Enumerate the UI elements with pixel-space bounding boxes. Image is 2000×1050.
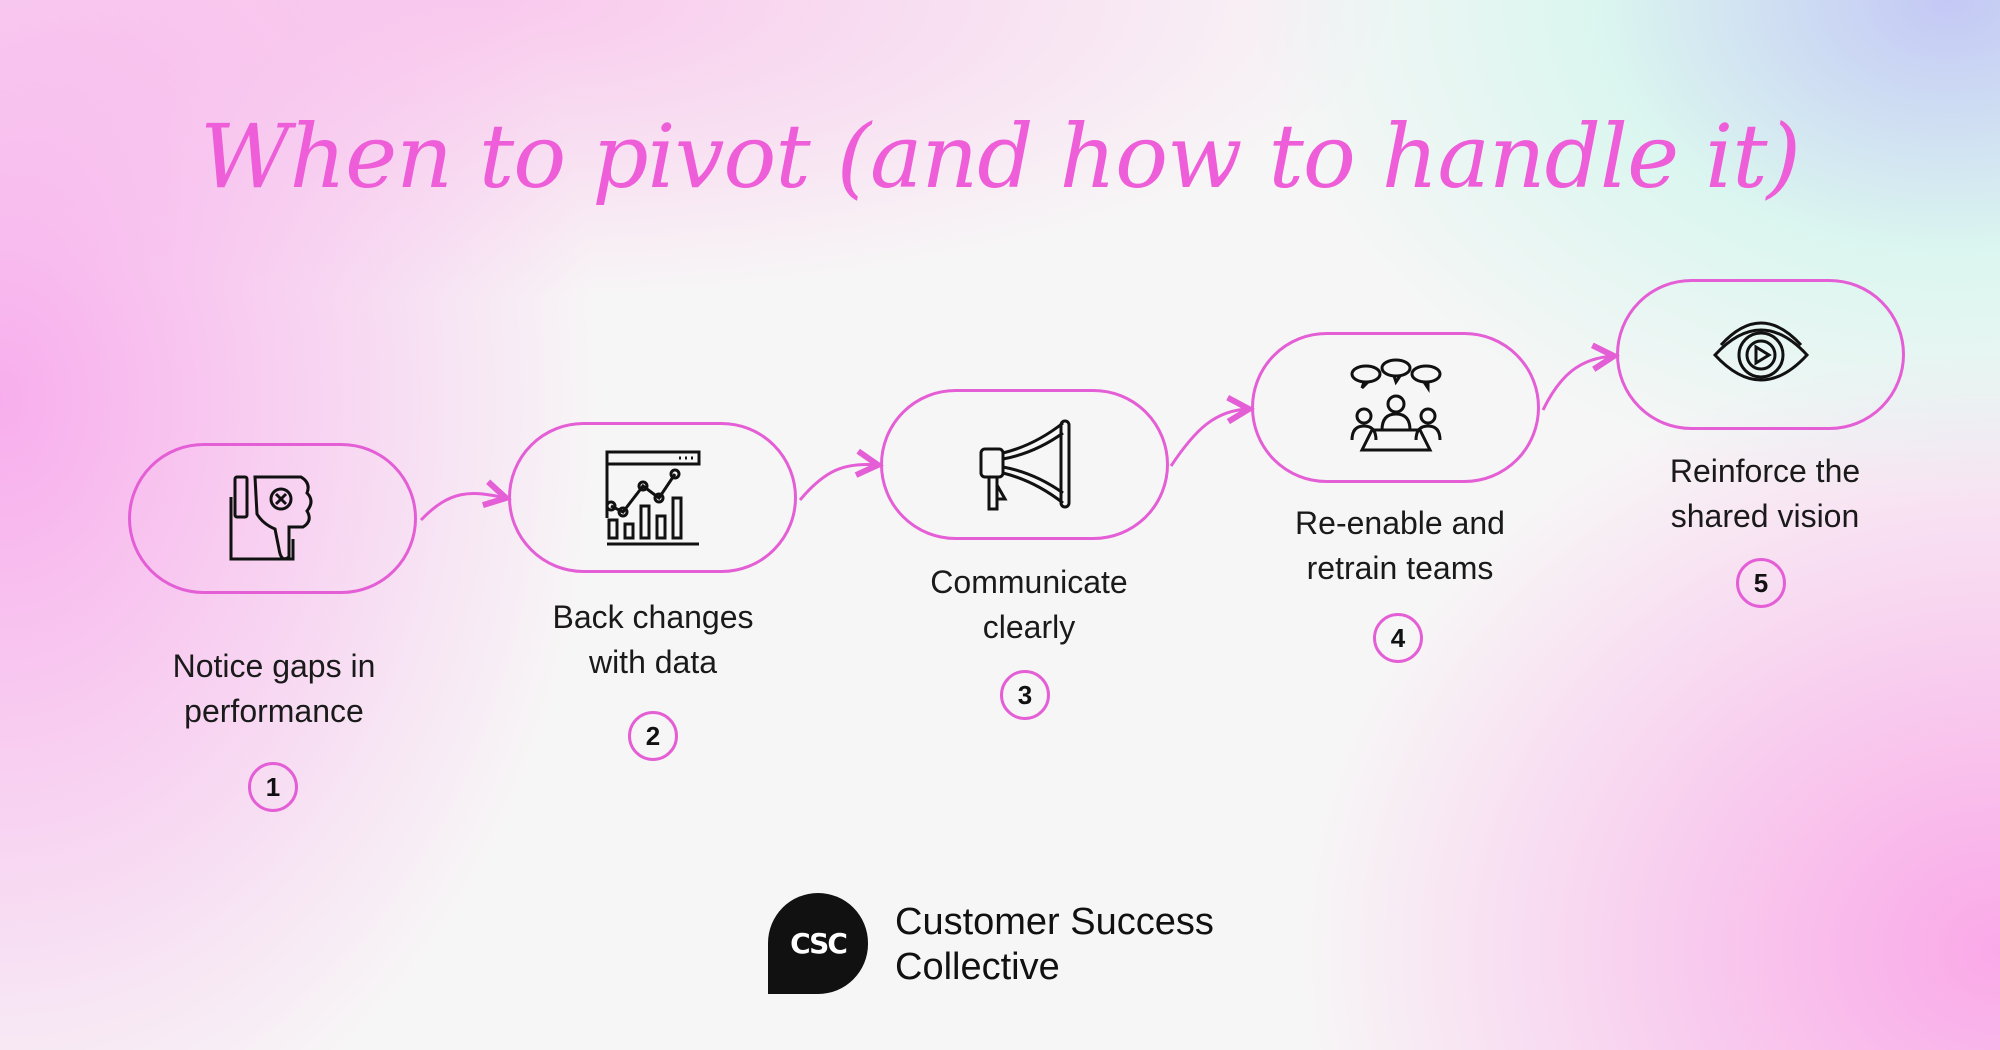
step-4-box <box>1251 332 1540 483</box>
step-3-number: 3 <box>1000 670 1050 720</box>
step-1-number: 1 <box>248 762 298 812</box>
step-2-box <box>508 422 797 573</box>
chart-icon <box>605 450 700 545</box>
arrow-2-3 <box>798 464 878 501</box>
arrow-4-5 <box>1541 356 1614 411</box>
arrow-3-4 <box>1169 409 1249 467</box>
page-title: When to pivot (and how to handle it) <box>200 105 1801 208</box>
step-1-box <box>128 443 417 594</box>
step-4-number: 4 <box>1373 613 1423 663</box>
step-5-box <box>1616 279 1905 430</box>
csc-logo: CSC <box>768 893 868 994</box>
step-2-number: 2 <box>628 711 678 761</box>
arrow-1-2 <box>419 493 506 522</box>
thumbs-down-icon <box>229 475 312 560</box>
step-5-number: 5 <box>1736 558 1786 608</box>
megaphone-icon <box>979 419 1070 510</box>
step-3-box <box>880 389 1169 540</box>
eye-icon <box>1712 321 1809 381</box>
team-meeting-icon <box>1350 358 1441 451</box>
logo-text: CSC <box>790 927 848 960</box>
